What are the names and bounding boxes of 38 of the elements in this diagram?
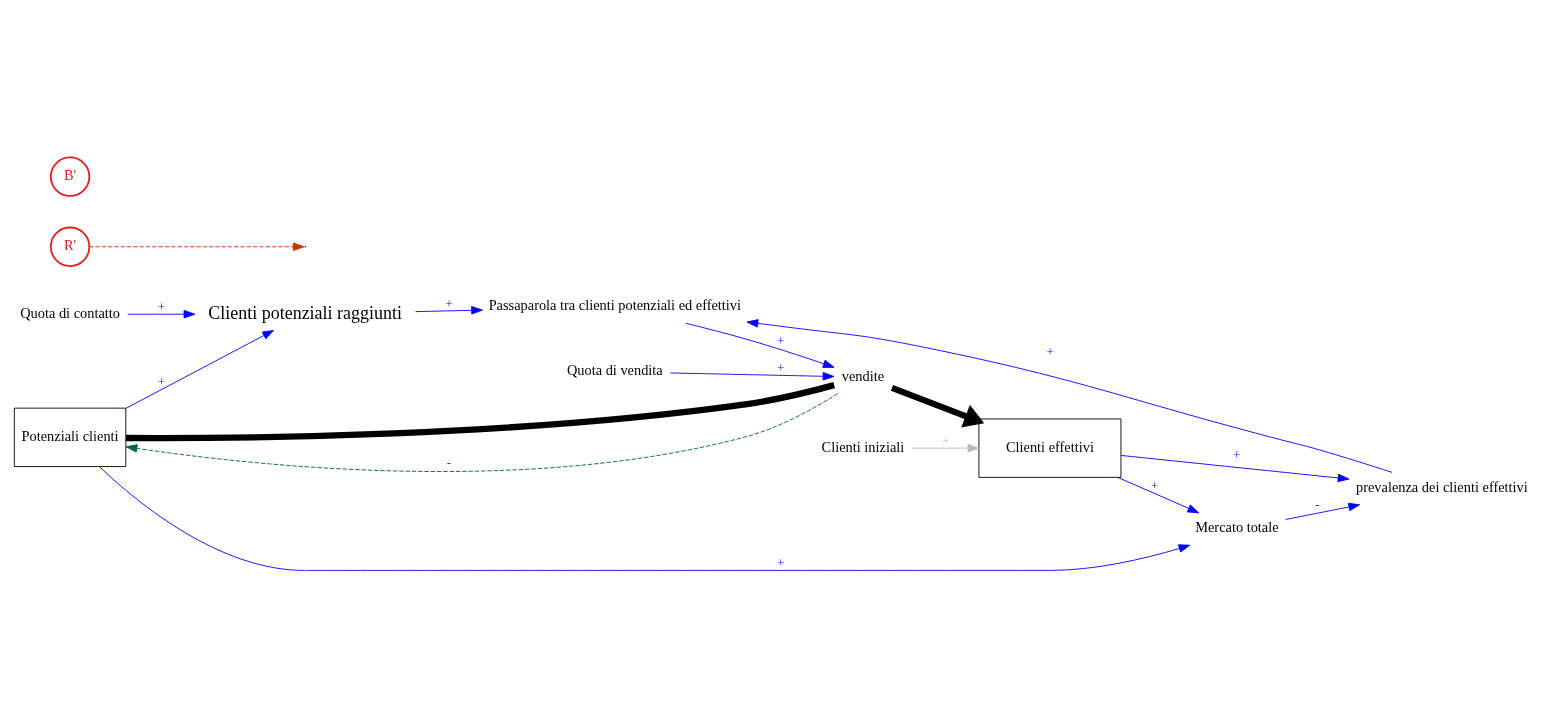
arrow [890, 385, 985, 428]
arrow [127, 310, 196, 319]
node-text: vendite [841, 367, 885, 384]
arrow [911, 443, 980, 453]
edge-label: + [777, 360, 785, 375]
edge-label: + [157, 299, 165, 314]
edge-label: + [1046, 344, 1054, 359]
node-box: Potenziali clienti [13, 407, 127, 468]
arrow [685, 322, 835, 368]
arrow [669, 372, 835, 381]
arrow [746, 319, 1393, 473]
edge-label: + [777, 555, 785, 570]
node-text: Clienti iniziali [821, 438, 905, 455]
arrow [99, 466, 1191, 571]
edge-label: + [445, 297, 453, 312]
node-text: Quota di vendita [566, 362, 663, 379]
arrow [415, 306, 483, 315]
arrow [1117, 477, 1200, 514]
node-box: Clienti effettivi [978, 418, 1122, 478]
arrow [125, 329, 274, 409]
edge-label: + [1233, 448, 1241, 463]
node-circle: B' [49, 156, 91, 197]
edge-label: + [1151, 478, 1159, 493]
edge-label: - [446, 456, 452, 471]
arrow [1285, 502, 1361, 520]
node-text: Passaparola tra clienti potenziali ed effettivi [488, 297, 742, 314]
edge-label: + [777, 333, 785, 348]
edge-label: + [941, 433, 949, 448]
node-text: prevalenza dei clienti effettivi [1356, 479, 1528, 496]
edge-label: + [157, 375, 165, 390]
node-text: Quota di contatto [20, 304, 120, 321]
edge-label: - [1315, 498, 1320, 513]
node-text: Clienti potenziali raggiunti [208, 302, 402, 323]
arrow [125, 393, 839, 472]
arrow [1120, 455, 1350, 483]
node-text: Mercato totale [1195, 519, 1279, 536]
node-circle: R' [49, 226, 91, 267]
arrow [88, 242, 305, 251]
